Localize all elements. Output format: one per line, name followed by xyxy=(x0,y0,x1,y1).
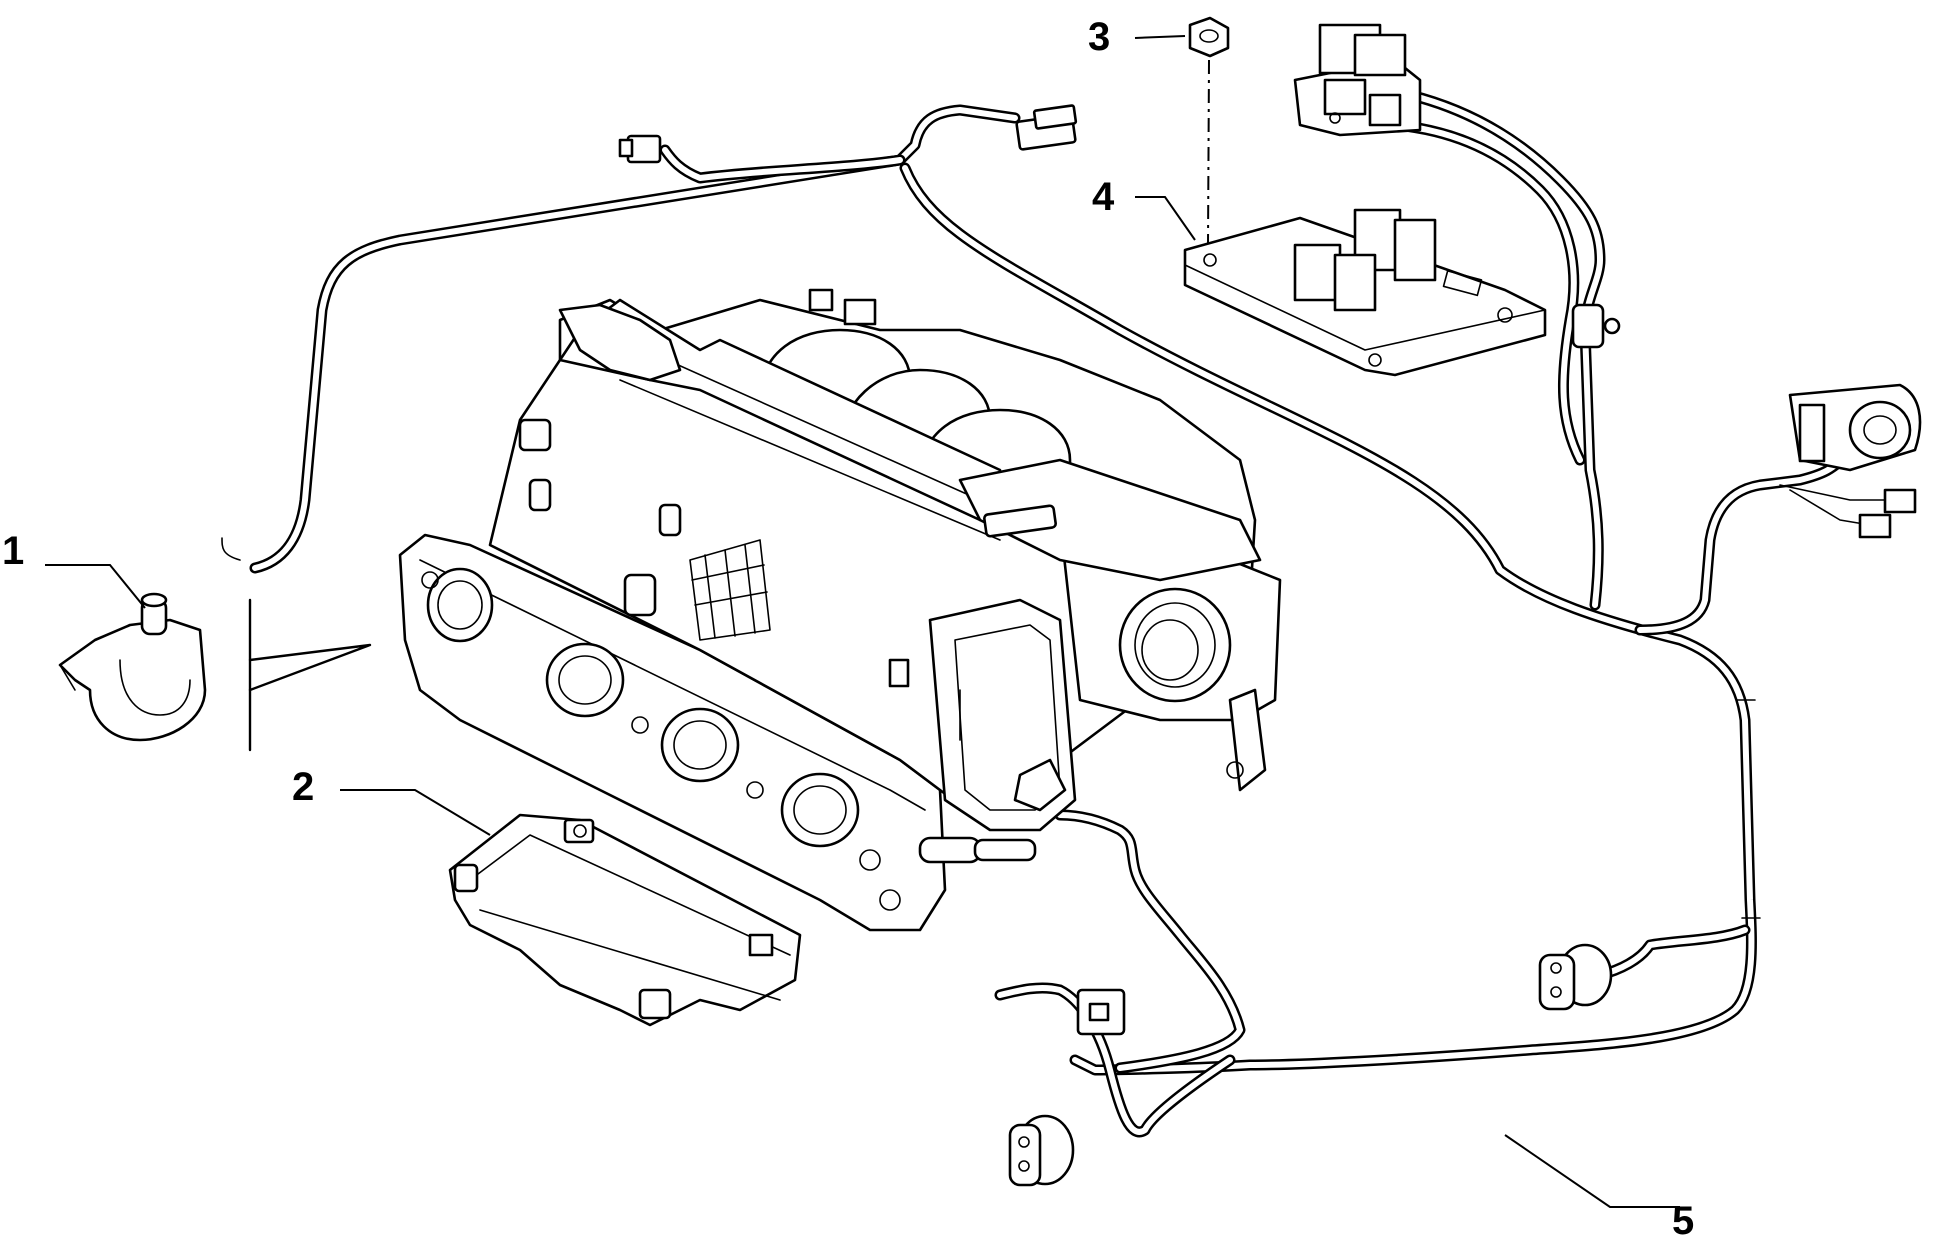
connector-top-left xyxy=(618,134,662,164)
callout-5: 5 xyxy=(1672,1199,1694,1237)
relay-block-top xyxy=(1293,23,1422,137)
assembly-bracket xyxy=(221,537,372,752)
callout-3: 3 xyxy=(1088,15,1110,59)
connector-round-lower-left xyxy=(1008,1114,1075,1187)
part-4-control-unit xyxy=(1183,208,1547,377)
callout-2: 2 xyxy=(292,765,314,809)
connector-top-mid xyxy=(1015,104,1078,151)
intake-manifold xyxy=(398,288,1282,932)
assembly-axis-3-4 xyxy=(1207,59,1210,246)
callout-labels: 1 2 3 4 5 xyxy=(2,15,1694,1237)
callout-4: 4 xyxy=(1092,175,1115,219)
part-3-nut xyxy=(1188,16,1230,58)
callout-leaders xyxy=(45,35,1680,1208)
connector-lower-left-square xyxy=(1076,988,1126,1036)
part-1-clip xyxy=(58,592,207,742)
part-2-fuel-rail-cover xyxy=(448,813,802,1027)
wiring-harness xyxy=(249,23,1922,1187)
callout-1: 1 xyxy=(2,529,24,573)
sensor-right xyxy=(1788,383,1922,472)
manifold-grid-detail xyxy=(689,539,771,641)
small-connector-b xyxy=(1858,513,1892,539)
connector-round-lower-right xyxy=(1538,943,1613,1011)
small-connector-a xyxy=(1883,488,1917,514)
